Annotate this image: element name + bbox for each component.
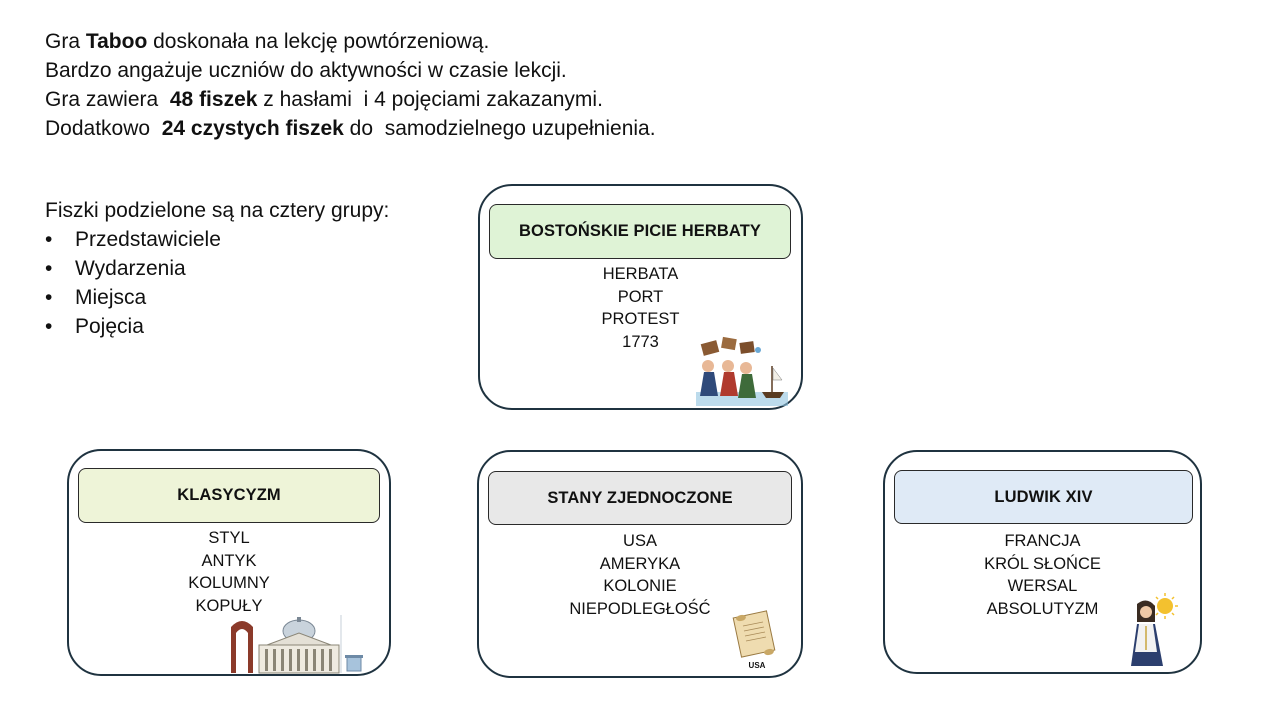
boston-tea-party-illustration bbox=[696, 336, 788, 406]
groups-section: Fiszki podzielone są na cztery grupy: •P… bbox=[45, 196, 389, 341]
list-item: •Pojęcia bbox=[45, 312, 389, 341]
forbidden-words: STYL ANTYK KOLUMNY KOPUŁY bbox=[69, 527, 389, 617]
bullet: • bbox=[45, 257, 53, 280]
list-item: •Wydarzenia bbox=[45, 254, 389, 283]
forbidden-word: WERSAL bbox=[1007, 577, 1078, 595]
forbidden-word: ABSOLUTYZM bbox=[986, 599, 1099, 618]
intro-line-3: Gra zawiera 48 fiszek z hasłami i 4 poję… bbox=[45, 88, 603, 111]
forbidden-word: STYL bbox=[208, 529, 250, 547]
scroll-label: USA bbox=[749, 661, 766, 670]
forbidden-word: NIEPODLEGŁOŚĆ bbox=[569, 599, 711, 618]
forbidden-word: FRANCJA bbox=[1004, 532, 1081, 550]
bullet: • bbox=[45, 286, 53, 309]
forbidden-word: KOPUŁY bbox=[195, 596, 263, 615]
intro-text: Gra Taboo doskonała na lekcję powtórzeni… bbox=[45, 27, 656, 143]
list-item: •Przedstawiciele bbox=[45, 225, 389, 254]
card-title: BOSTOŃSKIE PICIE HERBATY bbox=[489, 204, 791, 259]
taboo-card-klasycyzm: KLASYCYZM STYL ANTYK KOLUMNY KOPUŁY bbox=[67, 449, 391, 676]
bullet: • bbox=[45, 228, 53, 251]
taboo-card-boston: BOSTOŃSKIE PICIE HERBATY HERBATA PORT PR… bbox=[478, 184, 803, 410]
forbidden-words: USA AMERYKA KOLONIE NIEPODLEGŁOŚĆ bbox=[479, 530, 801, 620]
groups-heading: Fiszki podzielone są na cztery grupy: bbox=[45, 199, 390, 222]
forbidden-word: KOLONIE bbox=[603, 577, 677, 595]
forbidden-word: ANTYK bbox=[201, 551, 257, 570]
scroll-illustration: USA bbox=[732, 610, 776, 670]
forbidden-word: HERBATA bbox=[602, 265, 679, 283]
intro-line-2: Bardzo angażuje uczniów do aktywności w … bbox=[45, 59, 567, 82]
classicist-architecture-illustration bbox=[231, 615, 363, 674]
forbidden-word: PORT bbox=[617, 287, 664, 306]
forbidden-words: HERBATA PORT PROTEST 1773 bbox=[480, 263, 801, 353]
intro-line-1: Gra Taboo doskonała na lekcję powtórzeni… bbox=[45, 30, 490, 53]
taboo-card-usa: STANY ZJEDNOCZONE USA AMERYKA KOLONIE NI… bbox=[477, 450, 803, 678]
forbidden-word: PROTEST bbox=[601, 310, 680, 328]
card-title: LUDWIK XIV bbox=[894, 470, 1193, 524]
forbidden-word: AMERYKA bbox=[599, 554, 681, 573]
card-title: KLASYCYZM bbox=[78, 468, 380, 523]
intro-line-4: Dodatkowo 24 czystych fiszek do samodzie… bbox=[45, 117, 656, 140]
forbidden-word: KRÓL SŁOŃCE bbox=[984, 554, 1101, 573]
bullet: • bbox=[45, 315, 53, 338]
sun-king-portrait-illustration bbox=[1131, 593, 1178, 666]
forbidden-words: FRANCJA KRÓL SŁOŃCE WERSAL ABSOLUTYZM bbox=[885, 530, 1200, 620]
groups-list: •Przedstawiciele •Wydarzenia •Miejsca •P… bbox=[45, 225, 389, 341]
taboo-card-ludwik: LUDWIK XIV FRANCJA KRÓL SŁOŃCE WERSAL AB… bbox=[883, 450, 1202, 674]
forbidden-word: 1773 bbox=[622, 332, 659, 351]
forbidden-word: USA bbox=[623, 532, 657, 550]
forbidden-word: KOLUMNY bbox=[188, 574, 270, 592]
card-title: STANY ZJEDNOCZONE bbox=[488, 471, 792, 525]
list-item: •Miejsca bbox=[45, 283, 389, 312]
